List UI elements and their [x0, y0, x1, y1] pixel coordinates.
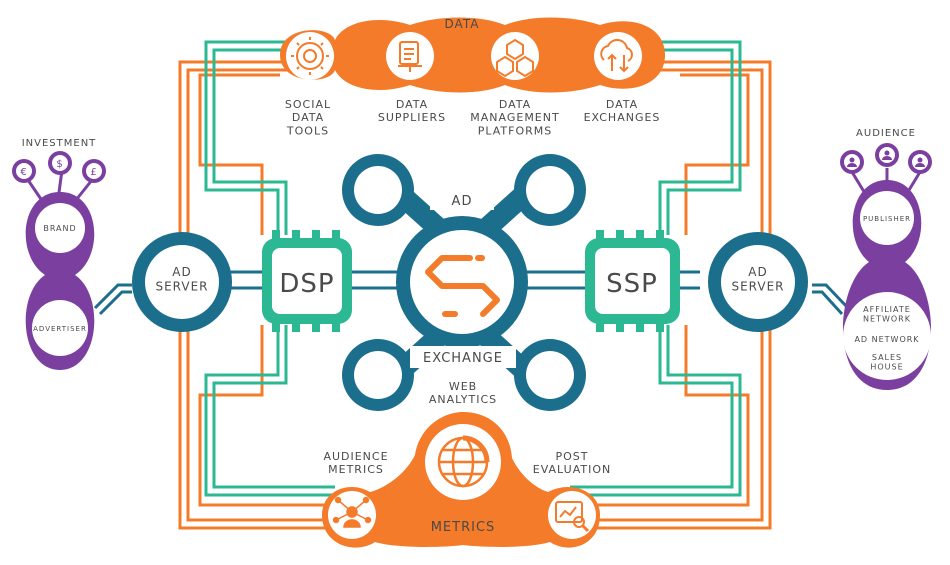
advertiser-node[interactable]: ADVERTISER — [32, 300, 88, 356]
data-item-social[interactable] — [286, 32, 334, 80]
data-item-exchanges[interactable] — [594, 32, 642, 80]
publisher-label: PUBLISHER — [863, 215, 911, 223]
ad-exchange-title-top: AD — [452, 194, 473, 209]
metrics-title: METRICS — [431, 520, 496, 535]
user-icon — [908, 150, 932, 174]
data-item-suppliers[interactable] — [386, 32, 434, 80]
svg-text:£: £ — [90, 167, 97, 178]
svg-text:$: $ — [56, 159, 63, 170]
hub-node — [526, 166, 574, 214]
currency-pound-icon: £ — [82, 159, 106, 183]
user-icon — [875, 143, 899, 167]
exchange-arrows-icon — [425, 255, 500, 317]
hub-node — [354, 351, 402, 399]
document-stack-icon — [398, 41, 422, 72]
cubes-icon — [496, 38, 534, 78]
investment-group: INVESTMENT € $ £ BRAND ADVER — [12, 138, 106, 370]
audience-metrics-node[interactable] — [328, 491, 376, 539]
ssp-label: SSP — [606, 269, 658, 299]
ad-exchange-title-bottom: EXCHANGE — [423, 351, 503, 366]
data-band — [280, 17, 665, 93]
chart-magnifier-icon — [555, 501, 590, 533]
post-evaluation-node[interactable] — [548, 491, 596, 539]
dsp-chip[interactable]: DSP — [262, 230, 352, 332]
hub-node — [354, 166, 402, 214]
web-analytics-node[interactable] — [425, 424, 501, 500]
network-people-icon — [332, 496, 372, 528]
currency-dollar-icon: $ — [48, 151, 72, 175]
dsp-label: DSP — [279, 269, 334, 299]
ssp-chip[interactable]: SSP — [585, 230, 680, 332]
hub-node — [526, 351, 574, 399]
ad-network-label: AD NETWORK — [854, 335, 919, 344]
globe-icon — [437, 435, 490, 488]
user-icon — [840, 150, 864, 174]
connector-lines — [93, 40, 850, 530]
investment-title: INVESTMENT — [22, 138, 97, 149]
data-group: DATA — [280, 17, 665, 137]
data-item-management[interactable] — [491, 32, 539, 80]
data-title: DATA — [445, 17, 480, 31]
gear-people-icon — [291, 37, 329, 75]
ad-exchange-hub[interactable]: AD EXCHANGE — [342, 154, 586, 411]
advertiser-label: ADVERTISER — [33, 325, 87, 333]
brand-label: BRAND — [43, 224, 76, 233]
cloud-transfer-icon — [600, 38, 633, 73]
svg-text:€: € — [20, 167, 27, 178]
audience-title: AUDIENCE — [856, 128, 916, 139]
currency-euro-icon: € — [12, 159, 36, 183]
publisher-node[interactable]: PUBLISHER — [860, 191, 914, 245]
brand-node[interactable]: BRAND — [35, 203, 85, 253]
